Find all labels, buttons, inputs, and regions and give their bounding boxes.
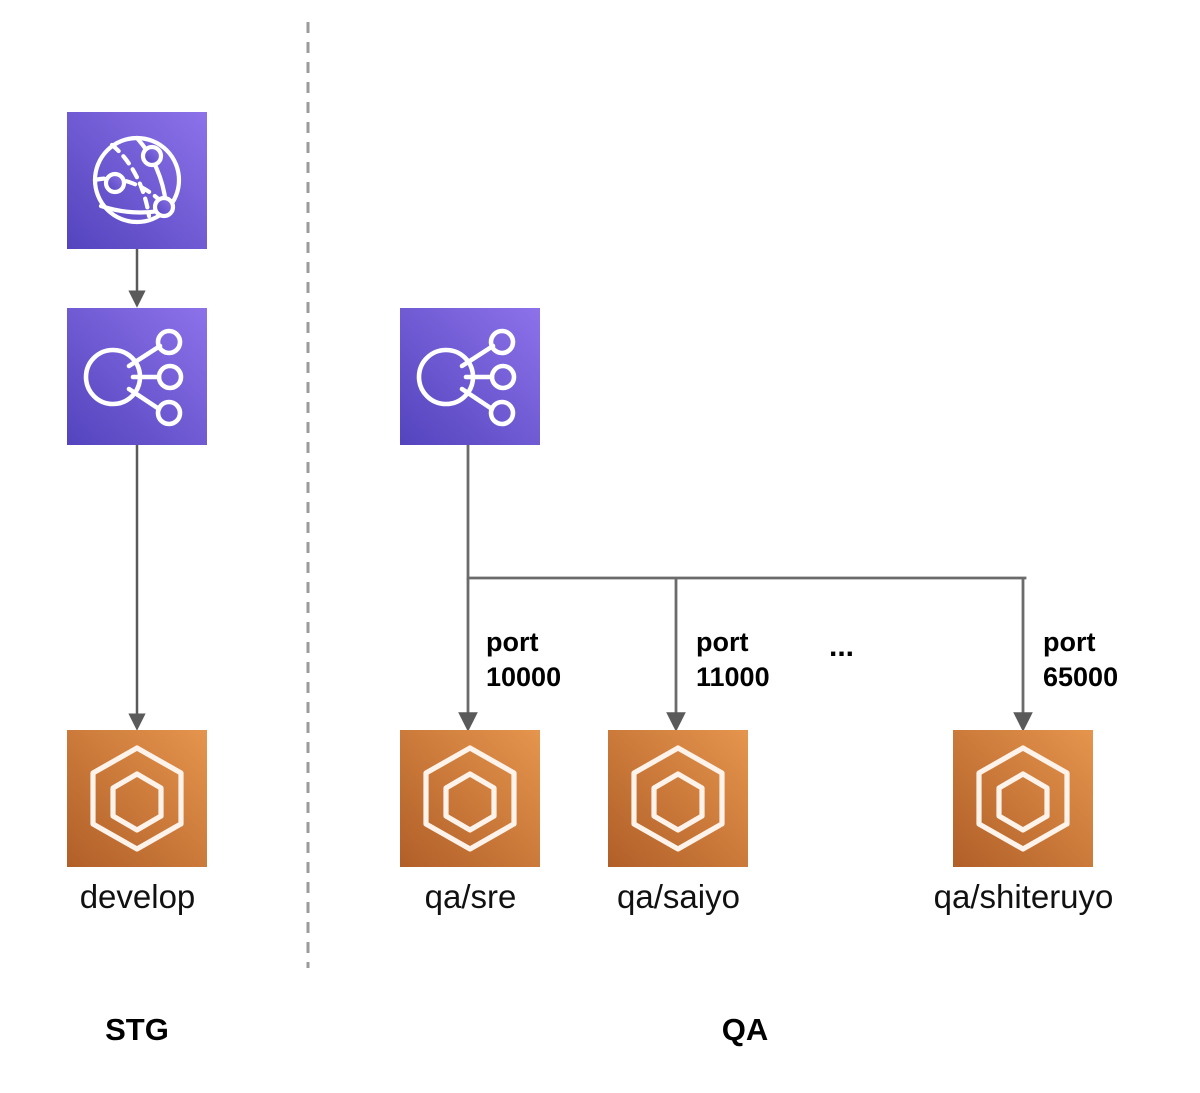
aws-ecs-icon [608, 730, 748, 867]
aws-service-discovery-router-icon [67, 308, 207, 445]
qa-saiyo-ecs-node[interactable] [608, 730, 748, 867]
qa-saiyo-label: qa/saiyo [617, 878, 740, 915]
qa-shiteruyo-port-number: 65000 [1043, 661, 1119, 692]
zone-label-stg: STG [105, 1012, 169, 1047]
aws-ecs-icon [67, 730, 207, 867]
stg-service-discovery-router-node[interactable] [67, 308, 207, 445]
qa-router-branch-bus [466, 443, 1027, 580]
qa-saiyo-port-number: 11000 [696, 661, 770, 692]
aws-cloud-map-icon [67, 112, 207, 249]
stg-cloud-map-node[interactable] [67, 112, 207, 249]
qa-sre-port-label: port 10000 [486, 625, 561, 694]
aws-service-discovery-router-icon [400, 308, 540, 445]
qa-saiyo-port-label: port 11000 [696, 625, 770, 694]
qa-shiteruyo-ecs-node[interactable] [953, 730, 1093, 867]
stg-ecs-service-node[interactable] [67, 730, 207, 867]
aws-ecs-icon [400, 730, 540, 867]
qa-saiyo-port-word: port [696, 627, 749, 657]
zone-label-qa: QA [721, 1012, 769, 1047]
qa-services-ellipsis: ... [829, 630, 855, 663]
qa-sre-port-number: 10000 [486, 661, 562, 692]
qa-shiteruyo-port-word: port [1043, 627, 1096, 657]
qa-shiteruyo-port-label: port 65000 [1043, 625, 1118, 694]
aws-ecs-icon [953, 730, 1093, 867]
qa-service-discovery-router-node[interactable] [400, 308, 540, 445]
stg-service-label: develop [79, 878, 196, 915]
qa-sre-label: qa/sre [424, 878, 517, 915]
qa-shiteruyo-label: qa/shiteruyo [933, 878, 1114, 915]
qa-sre-port-word: port [486, 627, 539, 657]
qa-sre-ecs-node[interactable] [400, 730, 540, 867]
